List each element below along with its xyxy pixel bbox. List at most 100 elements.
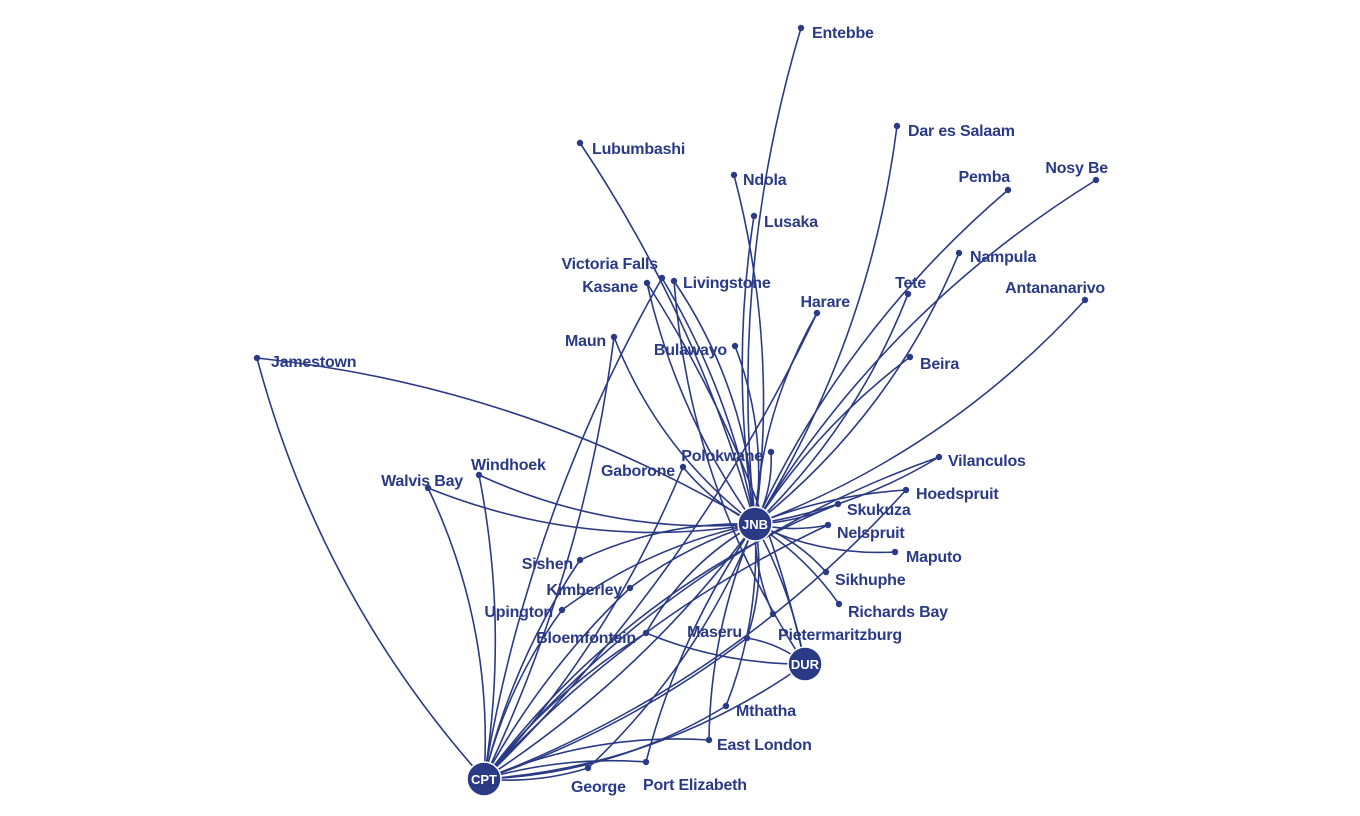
- city-dot-nampula: [955, 249, 963, 257]
- city-label-bloemfontein: Bloemfontein: [536, 630, 636, 647]
- city-dot-skukuza: [834, 500, 842, 508]
- city-label-victoria-falls: Victoria Falls: [561, 256, 658, 273]
- city-maun: Maun: [565, 333, 618, 350]
- city-label-port-elizabeth: Port Elizabeth: [643, 777, 747, 794]
- city-dot-pietermaritzburg: [769, 610, 777, 618]
- city-label-nelspruit: Nelspruit: [837, 525, 905, 542]
- route-jnb-hoedspruit: [754, 489, 907, 525]
- city-label-sikhuphe: Sikhuphe: [835, 572, 906, 589]
- city-label-pemba: Pemba: [959, 169, 1011, 186]
- city-livingstone: Livingstone: [670, 275, 771, 292]
- city-dot-pemba: [1004, 186, 1012, 194]
- route-cpt-victoria-falls: [483, 277, 663, 780]
- city-lusaka: Lusaka: [750, 212, 818, 231]
- city-dot-ndola: [730, 171, 738, 179]
- city-dot-maputo: [891, 548, 899, 556]
- city-label-polokwane: Polokwane: [681, 448, 763, 465]
- city-dot-antananarivo: [1081, 296, 1089, 304]
- city-lubumbashi: Lubumbashi: [576, 139, 685, 158]
- city-dot-kimberley: [626, 584, 634, 592]
- city-bloemfontein: Bloemfontein: [536, 629, 650, 647]
- route-cpt-jamestown: [256, 357, 485, 780]
- city-label-maun: Maun: [565, 333, 606, 350]
- route-jnb-mthatha: [725, 523, 757, 707]
- route-jnb-nampula: [754, 252, 960, 525]
- route-jnb-vilanculos: [754, 456, 940, 525]
- city-dot-hoedspruit: [902, 486, 910, 494]
- hub-circle-dur: [787, 646, 823, 682]
- city-windhoek: Windhoek: [471, 457, 546, 479]
- city-label-skukuza: Skukuza: [847, 502, 911, 519]
- city-label-lusaka: Lusaka: [764, 214, 818, 231]
- city-dot-port-elizabeth: [642, 758, 650, 766]
- route-jnb-kasane: [646, 282, 756, 525]
- city-dot-lusaka: [750, 212, 758, 220]
- route-cpt-kimberley: [483, 587, 631, 780]
- city-label-walvis-bay: Walvis Bay: [381, 473, 463, 490]
- city-bulawayo: Bulawayo: [654, 342, 739, 359]
- city-dot-harare: [813, 309, 821, 317]
- city-label-nosy-be: Nosy Be: [1045, 160, 1108, 177]
- city-kimberley: Kimberley: [546, 582, 634, 599]
- city-pietermaritzburg: Pietermaritzburg: [769, 610, 902, 644]
- hub-jnb: JNB: [737, 506, 773, 542]
- city-dot-upington: [558, 606, 566, 614]
- city-label-gaborone: Gaborone: [601, 463, 675, 480]
- city-ndola: Ndola: [730, 171, 787, 189]
- city-label-dar-es-salaam: Dar es Salaam: [908, 123, 1015, 140]
- city-victoria-falls: Victoria Falls: [561, 256, 666, 282]
- city-label-pietermaritzburg: Pietermaritzburg: [778, 627, 902, 644]
- city-tete: Tete: [895, 275, 926, 298]
- route-jnb-lubumbashi: [579, 142, 756, 525]
- city-east-london: East London: [705, 736, 812, 754]
- route-cpt-walvis-bay: [427, 487, 487, 780]
- city-port-elizabeth: Port Elizabeth: [642, 758, 747, 794]
- city-label-bulawayo: Bulawayo: [654, 342, 728, 359]
- city-nelspruit: Nelspruit: [824, 521, 906, 542]
- route-jnb-lusaka: [741, 215, 756, 525]
- city-nosy-be: Nosy Be: [1045, 160, 1109, 184]
- city-maputo: Maputo: [891, 548, 962, 566]
- route-dur-kasane: [646, 282, 806, 665]
- route-jnb-sishen: [579, 522, 756, 561]
- route-jnb-nosy-be: [754, 179, 1097, 525]
- city-polokwane: Polokwane: [681, 448, 775, 465]
- city-label-nampula: Nampula: [970, 249, 1036, 266]
- city-dot-windhoek: [475, 471, 483, 479]
- city-mthatha: Mthatha: [722, 702, 796, 720]
- hub-label-jnb: JNB: [742, 517, 768, 532]
- hub-circle-cpt: [466, 761, 502, 797]
- route-jnb-kimberley: [629, 523, 756, 589]
- city-dot-polokwane: [767, 448, 775, 456]
- route-dur-bloemfontein: [645, 632, 806, 665]
- city-dot-jamestown: [253, 354, 261, 362]
- city-sikhuphe: Sikhuphe: [822, 568, 906, 589]
- routes-layer: [256, 27, 1097, 781]
- route-jnb-victoria-falls: [661, 277, 756, 525]
- route-jnb-entebbe: [747, 27, 802, 525]
- city-dot-tete: [904, 290, 912, 298]
- city-pemba: Pemba: [959, 169, 1012, 194]
- city-walvis-bay: Walvis Bay: [381, 473, 463, 492]
- city-label-antananarivo: Antananarivo: [1005, 280, 1105, 297]
- city-kasane: Kasane: [582, 279, 651, 296]
- city-label-livingstone: Livingstone: [683, 275, 771, 292]
- city-george: George: [571, 764, 626, 796]
- route-cpt-maseru: [483, 637, 748, 780]
- city-label-kimberley: Kimberley: [546, 582, 622, 599]
- route-jnb-walvis-bay: [427, 487, 756, 534]
- route-jnb-george: [587, 523, 756, 769]
- route-jnb-cpt: [483, 523, 756, 780]
- hub-label-dur: DUR: [791, 657, 820, 672]
- route-dur-livingstone: [673, 280, 806, 665]
- city-hoedspruit: Hoedspruit: [902, 486, 1000, 503]
- city-upington: Upington: [484, 604, 566, 621]
- city-sishen: Sishen: [522, 556, 584, 573]
- city-label-windhoek: Windhoek: [471, 457, 546, 474]
- city-dot-east-london: [705, 736, 713, 744]
- city-richards-bay: Richards Bay: [835, 600, 948, 621]
- city-label-maseru: Maseru: [687, 624, 742, 641]
